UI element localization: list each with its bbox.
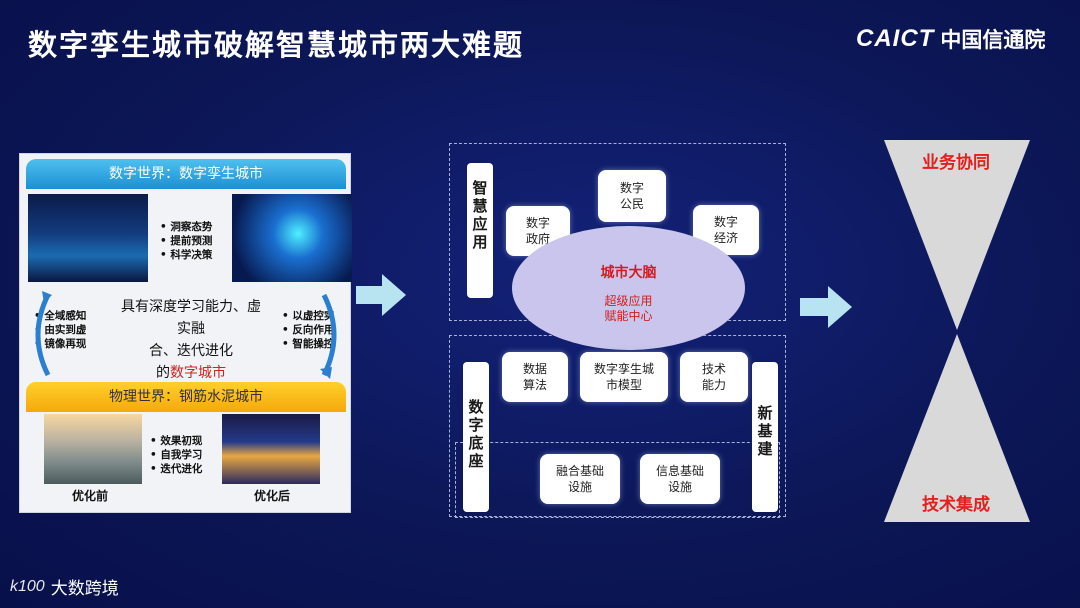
- cycle-arrow-left-icon: [26, 289, 52, 381]
- top-bullets: 洞察态势 提前预测 科学决策: [160, 220, 212, 262]
- bullet-item: 迭代进化: [150, 462, 202, 476]
- cycle-arrow-right-icon: [320, 289, 346, 381]
- k100-logo-icon: k100: [10, 578, 45, 596]
- caict-logo: CAICT 中国信通院: [856, 24, 1045, 54]
- node-data-algorithm: 数据算法: [502, 352, 568, 402]
- city-brain-subtitle: 超级应用 赋能中心: [512, 294, 745, 324]
- flow-arrow-icon: [800, 284, 852, 330]
- city-brain-ellipse: 城市大脑 超级应用 赋能中心: [512, 226, 745, 350]
- flow-arrow-icon: [356, 272, 406, 318]
- caption-before: 优化前: [72, 487, 108, 504]
- bullet-item: 效果初现: [150, 434, 202, 448]
- digital-city-highlight: 数字城市: [170, 365, 226, 381]
- bottom-bullets: 效果初现 自我学习 迭代进化: [150, 434, 202, 476]
- digital-network-image: [232, 194, 352, 282]
- city-after-image: [222, 414, 320, 484]
- caption-after: 优化后: [254, 487, 290, 504]
- smart-application-label: 智 慧 应 用: [467, 163, 493, 298]
- logo-en: CAICT: [856, 25, 934, 53]
- page-title: 数字孪生城市破解智慧城市两大难题: [28, 22, 524, 64]
- center-line-3-prefix: 的: [156, 365, 170, 381]
- hourglass-shape: [884, 140, 1030, 524]
- new-infrastructure-label: 新 基 建: [752, 362, 778, 512]
- node-digital-twin-model: 数字孪生城市模型: [580, 352, 668, 402]
- center-description: 具有深度学习能力、虚实融 合、迭代进化 的数字城市: [116, 296, 266, 384]
- node-fusion-infrastructure: 融合基础设施: [540, 454, 620, 504]
- digital-twin-panel: 数字世界：数字孪生城市 洞察态势 提前预测 科学决策 全域感知 由实到虚 镜像再…: [19, 153, 351, 513]
- city-brain-title: 城市大脑: [512, 262, 745, 282]
- city-before-image: [44, 414, 142, 484]
- digital-city-image: [28, 194, 148, 282]
- physical-world-band: 物理世界：钢筋水泥城市: [26, 382, 346, 412]
- footer-text: 大数跨境: [51, 574, 119, 599]
- footer-brand: k100 大数跨境: [10, 574, 119, 599]
- node-tech-capability: 技术能力: [680, 352, 748, 402]
- bullet-item: 自我学习: [150, 448, 202, 462]
- bullet-item: 提前预测: [160, 234, 212, 248]
- business-collaboration-label: 业务协同: [900, 148, 1012, 173]
- node-information-infrastructure: 信息基础设施: [640, 454, 720, 504]
- bullet-item: 科学决策: [160, 248, 212, 262]
- node-digital-citizen: 数字公民: [598, 170, 666, 222]
- digital-world-band: 数字世界：数字孪生城市: [26, 159, 346, 189]
- center-line-1: 具有深度学习能力、虚实融: [116, 296, 266, 340]
- technology-integration-label: 技术集成: [900, 490, 1012, 515]
- bullet-item: 洞察态势: [160, 220, 212, 234]
- digital-base-label: 数 字 底 座: [463, 362, 489, 512]
- logo-cn: 中国信通院: [940, 24, 1045, 54]
- center-line-2: 合、迭代进化: [116, 340, 266, 362]
